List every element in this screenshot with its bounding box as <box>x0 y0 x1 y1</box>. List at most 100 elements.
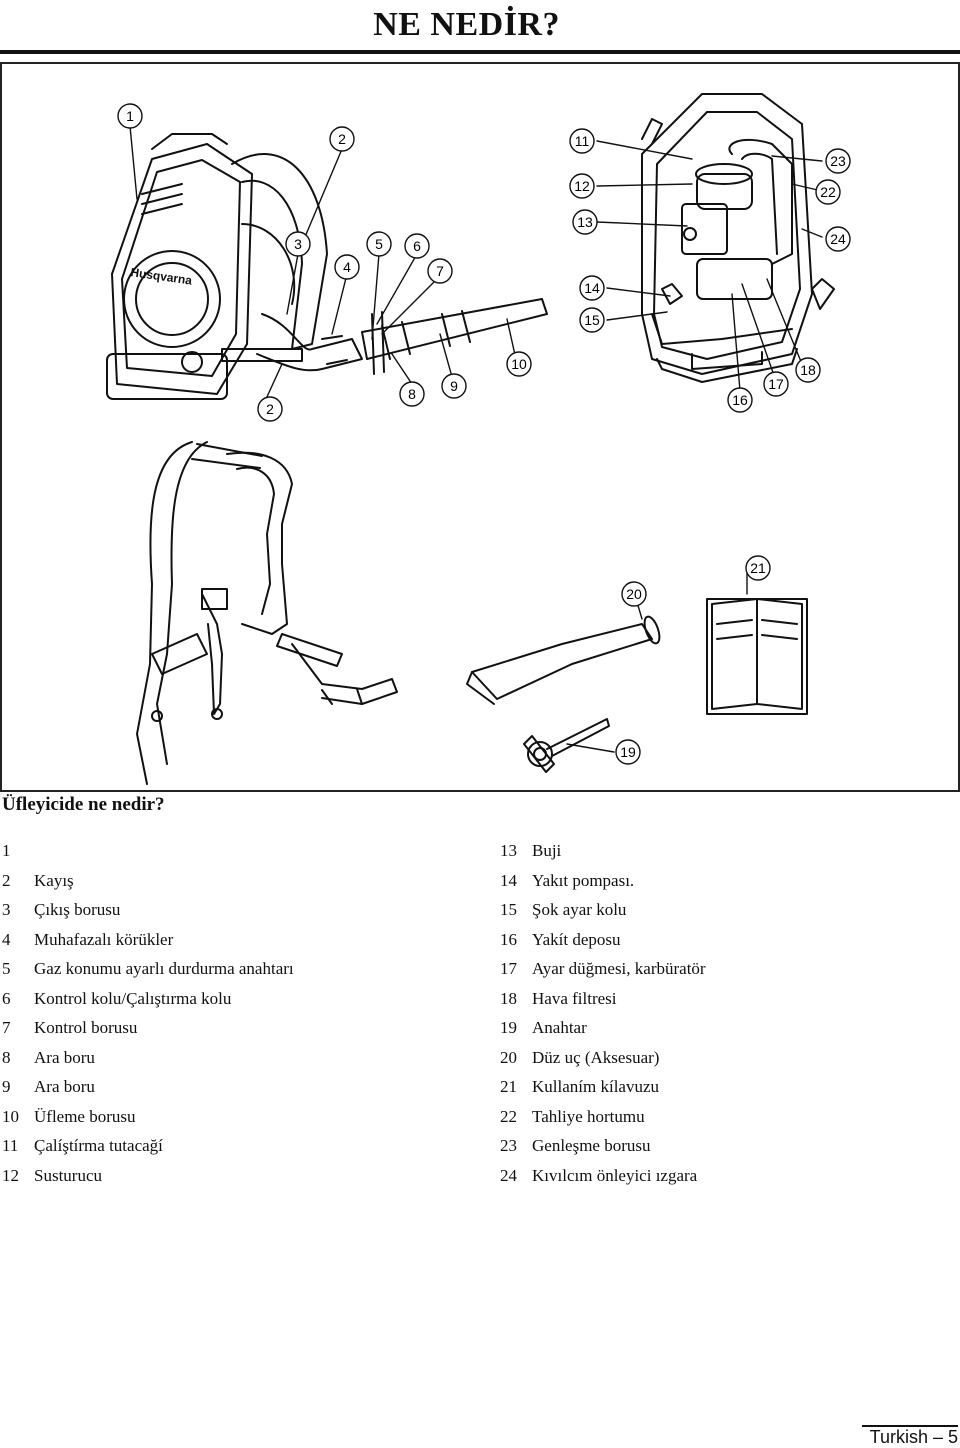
part-number: 7 <box>2 1018 11 1037</box>
part-number: 11 <box>2 1136 19 1155</box>
part-label: Ayar düğmesi, karbüratör <box>532 959 706 978</box>
part-label: Kayış <box>34 870 74 890</box>
callout-marker: 20 <box>621 581 647 607</box>
callout-label: 21 <box>750 560 766 576</box>
manual-book <box>706 598 808 715</box>
part-number: 12 <box>2 1165 19 1185</box>
callout-marker: 15 <box>579 307 605 333</box>
callout-label: 2 <box>338 131 346 147</box>
part-label: Yakıt pompası. <box>532 870 635 890</box>
engine-cutaway <box>641 93 835 383</box>
callout-label: 11 <box>575 133 590 149</box>
callout-marker: 2 <box>257 396 283 422</box>
parts-list-item: 22 Tahliye hortumu <box>500 1102 940 1132</box>
callout-label: 3 <box>294 236 302 252</box>
part-number: 3 <box>2 900 11 919</box>
part-number: 6 <box>2 988 11 1008</box>
part-label: Muhafazalı körükler <box>34 929 174 949</box>
blower-unit <box>106 133 548 400</box>
part-number: 15 <box>500 900 517 919</box>
callout-label: 4 <box>343 259 351 275</box>
part-label: Tahliye hortumu <box>532 1106 645 1126</box>
callout-label: 5 <box>375 236 383 252</box>
callout-label: 16 <box>732 392 748 408</box>
part-label: Gaz konumu ayarlı durdurma anahtarı <box>34 959 294 978</box>
parts-list-item: 1 <box>2 836 472 866</box>
callout-label: 18 <box>800 362 816 378</box>
part-number: 16 <box>500 929 517 949</box>
title-rule <box>0 50 960 54</box>
callout-marker: 2 <box>329 126 355 152</box>
callout-label: 10 <box>511 356 527 372</box>
callout-label: 6 <box>413 238 421 254</box>
callout-marker: 22 <box>815 179 841 205</box>
part-label: Anahtar <box>532 1018 587 1037</box>
part-label: Kontrol borusu <box>34 1018 138 1037</box>
callout-label: 20 <box>626 586 642 602</box>
part-number: 24 <box>500 1165 517 1185</box>
parts-list-item: 18 Hava filtresi <box>500 984 940 1014</box>
callout-label: 24 <box>830 231 846 247</box>
callout-label: 2 <box>266 401 274 417</box>
callout-marker: 16 <box>727 387 753 413</box>
parts-list-item: 14 Yakıt pompası. <box>500 866 940 896</box>
callout-marker: 4 <box>334 254 360 280</box>
callout-label: 9 <box>450 378 458 394</box>
part-label: Yakít deposu <box>532 929 621 949</box>
part-label: Genleşme borusu <box>532 1136 651 1155</box>
blower-diagram: Husqvarna 123456728910111213141523222416… <box>106 93 851 785</box>
callout-marker: 24 <box>825 226 851 252</box>
callout-label: 22 <box>820 184 836 200</box>
callout-marker: 21 <box>745 555 771 581</box>
callout-marker: 6 <box>404 233 430 259</box>
page-footer: Turkish – 5 <box>861 1425 958 1448</box>
callout-marker: 1 <box>117 103 143 129</box>
flat-nozzle-accessory <box>466 615 661 705</box>
callout-marker: 8 <box>399 381 425 407</box>
callout-marker: 18 <box>795 357 821 383</box>
part-number: 4 <box>2 929 11 949</box>
figure-caption: Üfleyicide ne nedir? <box>2 794 165 815</box>
parts-list-item: 4 Muhafazalı körükler <box>2 925 472 955</box>
parts-list-item: 12 Susturucu <box>2 1161 472 1191</box>
callout-marker: 14 <box>579 275 605 301</box>
part-label: Susturucu <box>34 1165 102 1185</box>
callout-label: 7 <box>436 263 444 279</box>
callout-marker: 9 <box>441 373 467 399</box>
part-number: 10 <box>2 1106 19 1126</box>
callout-marker: 17 <box>763 371 789 397</box>
part-label: Ara boru <box>34 1077 95 1096</box>
callout-label: 13 <box>577 214 593 230</box>
callout-marker: 11 <box>569 128 595 154</box>
callout-label: 8 <box>408 386 416 402</box>
part-number: 14 <box>500 870 517 890</box>
callout-marker: 12 <box>569 173 595 199</box>
parts-list-item: 6 Kontrol kolu/Çalıştırma kolu <box>2 984 472 1014</box>
part-number: 17 <box>500 959 517 978</box>
callout-marker: 3 <box>285 231 311 257</box>
part-label: Hava filtresi <box>532 988 617 1008</box>
part-label: Düz uç (Aksesuar) <box>532 1047 660 1067</box>
harness <box>136 441 398 785</box>
callout-label: 12 <box>574 178 590 194</box>
part-number: 1 <box>2 841 11 860</box>
part-number: 8 <box>2 1047 11 1067</box>
part-number: 18 <box>500 988 517 1008</box>
callout-label: 1 <box>126 108 134 124</box>
page-title: NE NEDİR? <box>373 6 560 43</box>
part-number: 22 <box>500 1106 517 1126</box>
part-label: Kontrol kolu/Çalıştırma kolu <box>34 988 232 1008</box>
callout-marker: 5 <box>366 231 392 257</box>
part-number: 20 <box>500 1047 517 1067</box>
